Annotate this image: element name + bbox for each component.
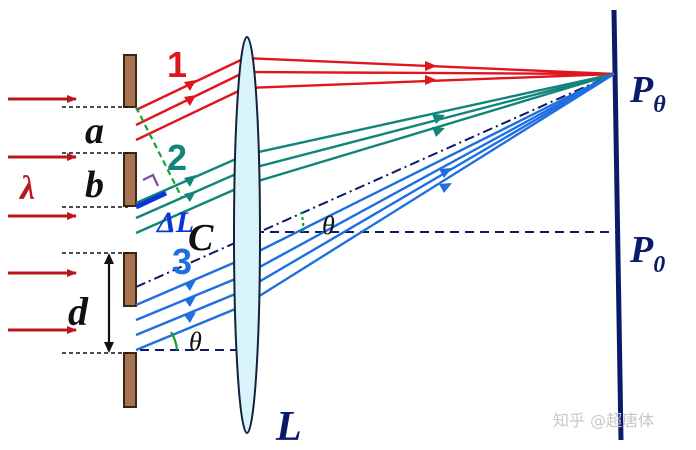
label-p-theta: Pθ	[629, 69, 666, 118]
ray-arrowheads	[184, 61, 452, 323]
slit-spacing-arrow	[104, 253, 114, 353]
slit-plate	[123, 54, 137, 108]
slit-plate	[123, 352, 137, 408]
label-lens: L	[275, 404, 302, 450]
label-delta-l: ΔL	[156, 206, 194, 239]
screen	[611, 9, 624, 441]
label-p-zero: P0	[629, 229, 665, 278]
ray-group-3	[135, 72, 615, 352]
watermark: 知乎 @超唐体	[553, 411, 654, 430]
ray-group-2	[135, 72, 615, 235]
label-theta-slit: θ	[189, 327, 202, 356]
label-d: d	[68, 289, 89, 334]
incident-light	[8, 95, 77, 334]
theta-arc-lens	[299, 211, 305, 233]
grating	[123, 54, 137, 408]
ray-group-1-label: 1	[167, 44, 187, 85]
label-b: b	[85, 164, 104, 206]
chief-ray	[135, 73, 615, 288]
ray-group-3-label: 3	[172, 241, 192, 282]
path-difference-segment	[134, 190, 168, 210]
lens	[233, 36, 261, 434]
theta-arc-slit	[170, 331, 179, 351]
wavefront-dashed-line	[135, 106, 183, 199]
slit-plate	[123, 152, 137, 207]
label-c: C	[188, 217, 214, 259]
label-a: a	[85, 110, 104, 152]
slit-plate	[123, 252, 137, 307]
label-theta-lens: θ	[322, 211, 335, 240]
right-angle-marker	[142, 173, 160, 187]
label-lambda: λ	[18, 170, 35, 207]
ray-group-1	[135, 56, 615, 142]
ray-group-2-label: 2	[167, 137, 187, 178]
